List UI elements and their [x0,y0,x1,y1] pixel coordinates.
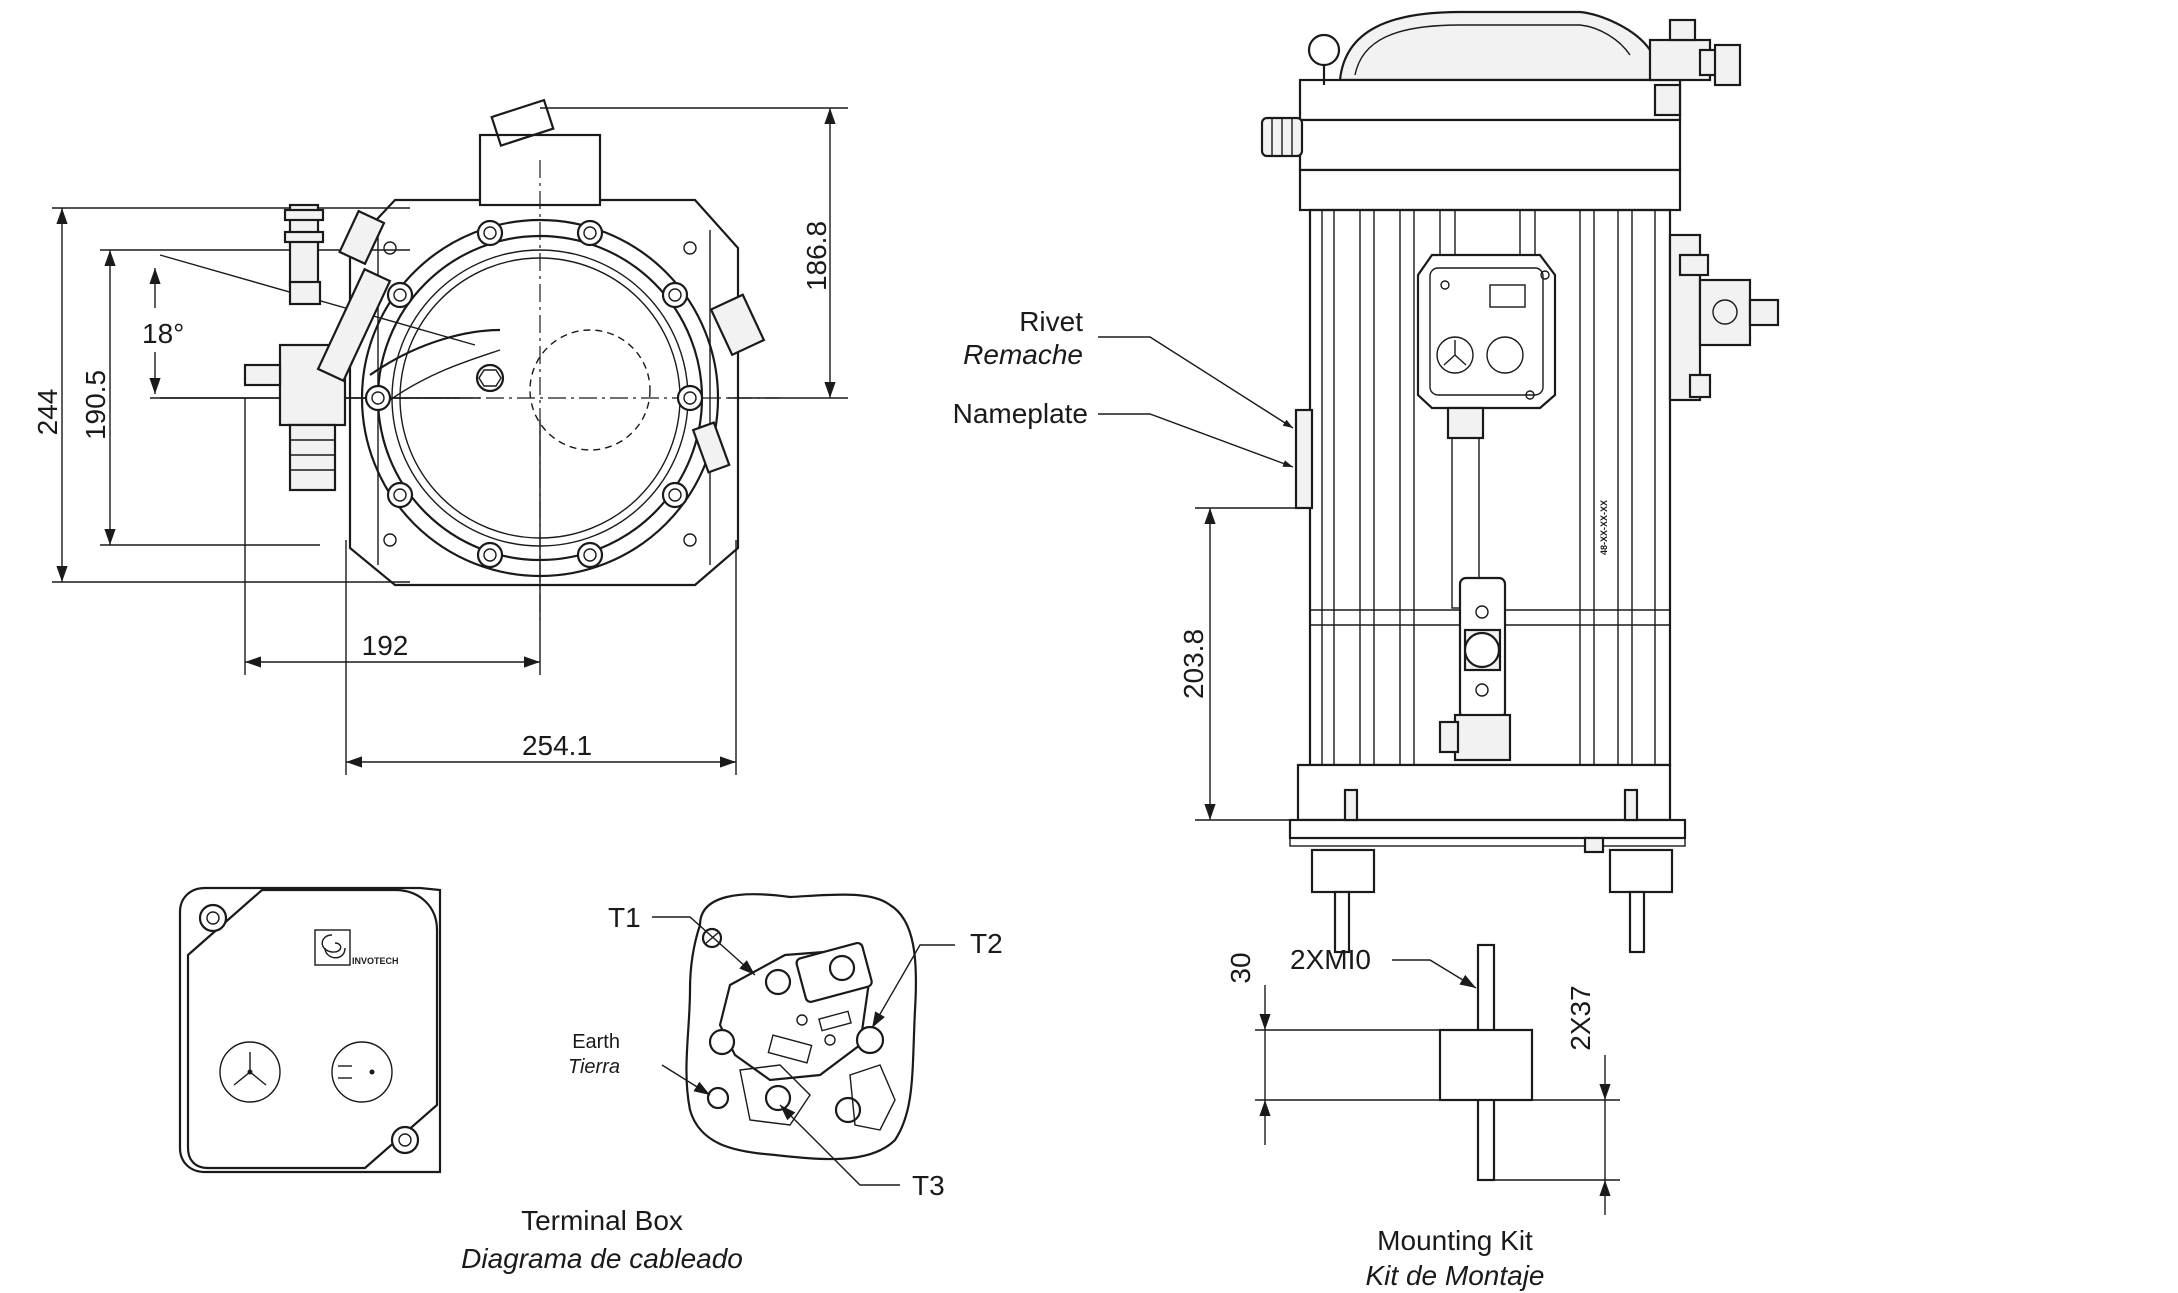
dim-angle-18: 18° [142,318,184,349]
delta-wiring-diagram [331,1041,393,1103]
dim-190-5: 190.5 [80,370,111,440]
mounting-spacer [1438,1028,1534,1102]
right-foot [1608,848,1674,894]
label-t2: T2 [970,928,1003,959]
terminal-box-cover: INVOTECH [178,886,442,1174]
mounting-kit-caption: Mounting Kit [1377,1225,1533,1256]
label-earth: Earth [572,1031,620,1053]
dim-203-8: 203.8 [1178,629,1209,699]
dim-244: 244 [32,389,63,436]
label-earth-es: Tierra [568,1056,620,1078]
terminal-box-caption: Terminal Box [521,1205,683,1236]
side-terminal-box [1416,253,1557,410]
serial-text: 48-XX-XX-XX [1599,500,1609,555]
right-pipe-fitting [709,293,766,357]
top-view: 244 190.5 18° 186.8 192 254.1 [32,98,848,775]
label-t3: T3 [912,1170,945,1201]
callout-rivet: Rivet [1019,306,1083,337]
label-t1: T1 [608,902,641,933]
callout-rivet-es: Remache [963,339,1083,370]
dim-186-8: 186.8 [801,221,832,291]
terminal-box-caption-es: Diagrama de cableado [461,1243,743,1274]
top-view-dimension-lines [52,107,848,775]
nameplate [1294,408,1314,510]
bolt-holes [364,219,704,569]
dim-2x37: 2X37 [1565,985,1596,1050]
terminal-block: T1 T2 T3 Earth Tierra [568,893,1003,1201]
side-view: 48-XX-XX-XX 203.8 Rivet Remache Nameplat… [953,10,1780,954]
motor-base [1296,763,1672,822]
star-wiring-diagram [219,1041,281,1103]
mounting-kit-caption-es: Kit de Montaje [1366,1260,1545,1291]
left-foot [1310,848,1376,894]
top-cap [1338,10,1683,82]
dim-30: 30 [1225,952,1256,983]
dim-192: 192 [362,630,409,661]
dim-254-1: 254.1 [522,730,592,761]
left-pipe-fittings [243,203,392,492]
brand-logo [314,929,351,966]
callout-bolt: 2XMI0 [1290,944,1371,975]
mounting-kit: 30 2XMI0 2X37 [1225,943,1620,1215]
callout-nameplate: Nameplate [953,398,1088,429]
brand-name: INVOTECH [352,956,399,966]
